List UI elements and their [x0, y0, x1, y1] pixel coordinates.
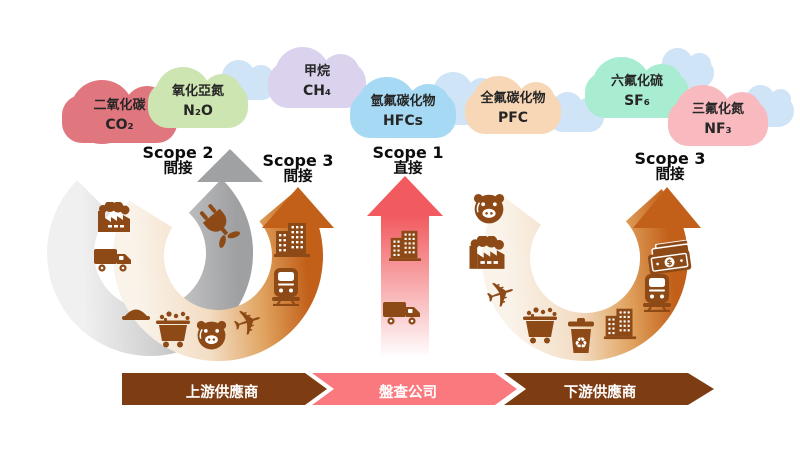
cloud-n2o: 氧化亞氮 N₂O	[148, 67, 248, 128]
cloud-nf3-text: 三氟化氮 NF₃	[691, 101, 744, 137]
cloud-n2o-text: 氧化亞氮 N₂O	[171, 83, 224, 119]
cloud-hfcs: 氫氟碳化物 HFCs	[350, 77, 456, 138]
banner-company-chevron	[312, 373, 517, 405]
scope1-title: Scope 1	[372, 143, 444, 162]
banner-upstream-label: 上游供應商	[185, 385, 259, 401]
scope2-type: 間接	[163, 161, 193, 177]
cloud-ch4-text: 甲烷 CH₄	[302, 63, 332, 99]
building-icon	[602, 306, 638, 340]
tray-icon	[122, 305, 150, 321]
cloud-sf6-text: 六氟化硫 SF₆	[610, 73, 663, 109]
train-icon	[269, 268, 303, 306]
waste-cart-icon	[520, 306, 560, 344]
cloud-sf6: 六氟化硫 SF₆	[585, 57, 689, 118]
scope2-arrowhead	[197, 149, 263, 182]
cloud-co2-text: 二氧化碳 CO₂	[93, 97, 146, 133]
cloud-nf3: 三氟化氮 NF₃	[668, 85, 768, 146]
scope1-label: Scope 1 直接	[346, 144, 470, 178]
truck-icon	[94, 246, 132, 274]
banner-upstream-chevron	[122, 373, 327, 405]
scope2-title: Scope 2	[142, 143, 214, 162]
cloud-pfc-text: 全氟碳化物 PFC	[480, 90, 546, 126]
recycle-bin-icon	[565, 318, 597, 354]
scope3-left-label: Scope 3 間接	[236, 152, 360, 186]
building-icon	[389, 227, 421, 263]
factory-icon	[96, 202, 132, 234]
scope1-arrowhead	[367, 176, 443, 216]
pig-icon	[472, 191, 506, 225]
scope1-type: 直接	[393, 161, 423, 177]
banner-downstream-chevron	[504, 373, 714, 405]
banner-company-label: 盤查公司	[379, 385, 437, 401]
scope3-right-arrowhead	[633, 187, 701, 228]
scope3-right-title: Scope 3	[634, 149, 706, 168]
truck-icon	[383, 299, 421, 327]
money-icon	[646, 239, 694, 277]
scope3-left-type: 間接	[283, 169, 313, 185]
scope2-label: Scope 2 間接	[116, 144, 240, 178]
scope3-right-label: Scope 3 間接	[608, 150, 732, 184]
cloud-hfcs-text: 氫氟碳化物 HFCs	[370, 93, 436, 129]
factory-icon	[467, 236, 507, 271]
banner-downstream-label: 下游供應商	[563, 385, 637, 401]
building-icon	[274, 220, 310, 258]
scope3-left-arrowhead	[262, 187, 334, 228]
pig-icon	[195, 318, 228, 351]
scope3-left-title: Scope 3	[262, 151, 334, 170]
waste-cart-icon	[153, 310, 193, 348]
scope3-right-type: 間接	[655, 167, 685, 183]
cloud-ch4: 甲烷 CH₄	[268, 47, 366, 108]
cloud-pfc: 全氟碳化物 PFC	[465, 75, 561, 134]
train-icon	[640, 274, 674, 312]
